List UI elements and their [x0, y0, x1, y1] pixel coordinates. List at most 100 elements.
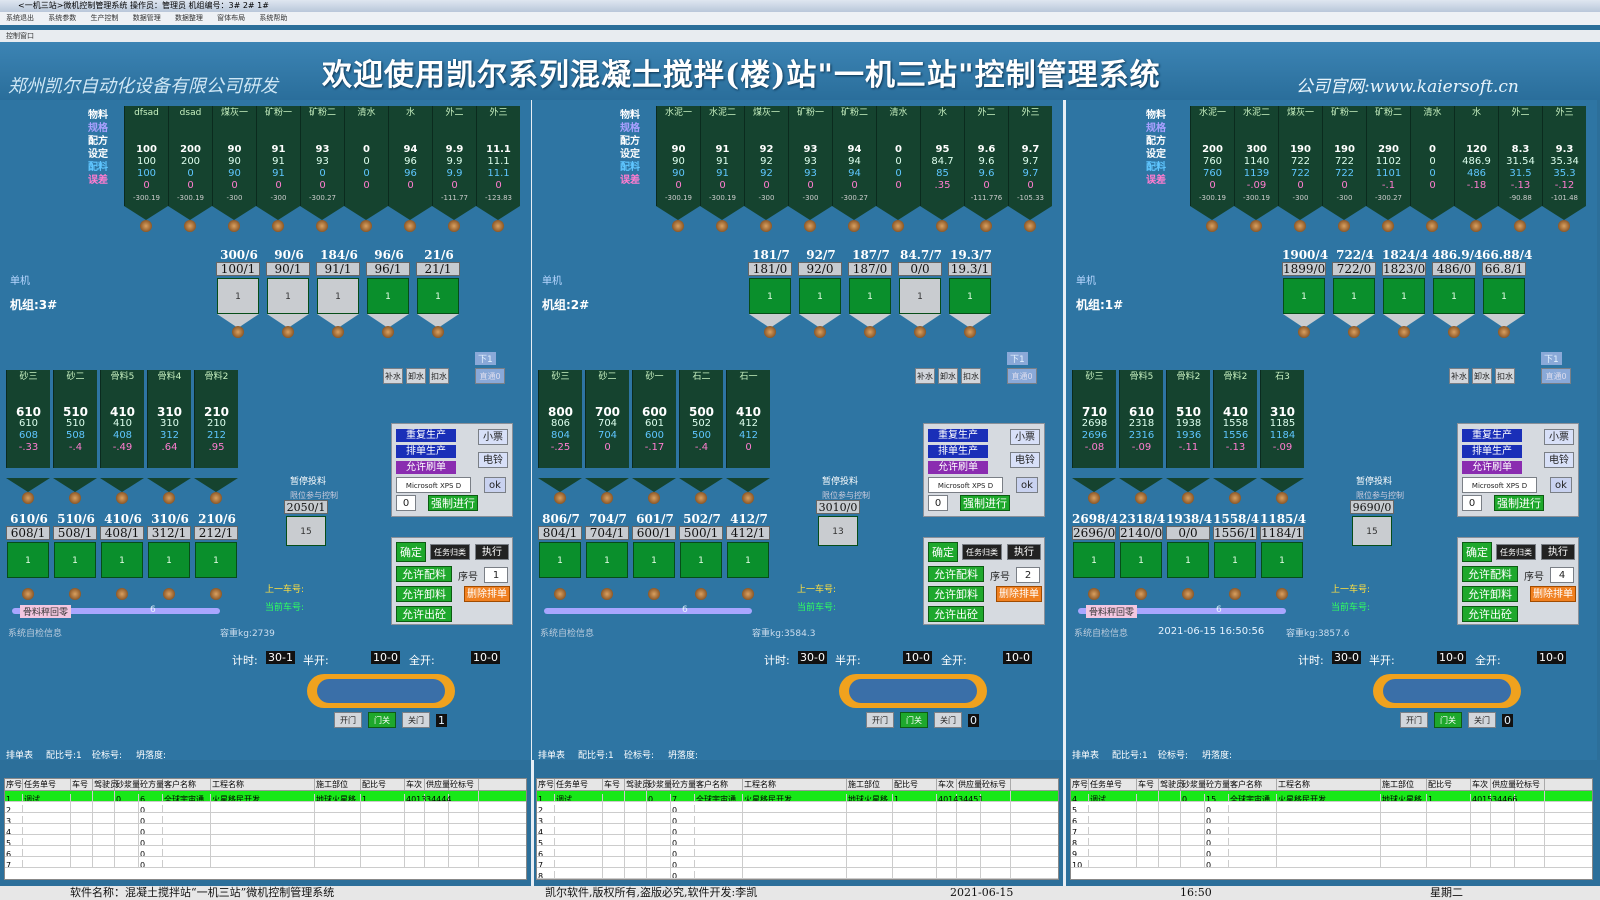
task-group-select[interactable]: 任务归类: [430, 544, 470, 560]
repeat-production-checkbox[interactable]: 重复生产: [1462, 429, 1522, 442]
seq-input[interactable]: 4: [1550, 567, 1574, 583]
valve-icon[interactable]: [316, 220, 328, 232]
valve-icon[interactable]: [69, 492, 81, 504]
schedule-production-checkbox[interactable]: 排单生产: [1462, 445, 1522, 458]
confirm-button[interactable]: 确定: [928, 542, 958, 562]
valve-icon[interactable]: [228, 220, 240, 232]
valve-icon[interactable]: [648, 588, 660, 600]
valve-icon[interactable]: [964, 326, 976, 338]
allow-brush-checkbox[interactable]: 允许刷单: [396, 461, 456, 474]
valve-icon[interactable]: [742, 588, 754, 600]
repeat-production-checkbox[interactable]: 重复生产: [928, 429, 988, 442]
unload-water-button[interactable]: 卸水: [938, 368, 958, 384]
limit-checkbox[interactable]: 限位参与控制: [290, 491, 338, 500]
valve-icon[interactable]: [332, 326, 344, 338]
valve-icon[interactable]: [892, 220, 904, 232]
copies-input[interactable]: 0: [928, 495, 948, 511]
copies-input[interactable]: 0: [396, 495, 416, 511]
menu-exit[interactable]: 系统退出: [6, 14, 34, 22]
valve-icon[interactable]: [1182, 588, 1194, 600]
valve-icon[interactable]: [210, 588, 222, 600]
seq-input[interactable]: 1: [484, 567, 508, 583]
allow-out-button[interactable]: 允许出砼: [396, 606, 452, 622]
menu-help[interactable]: 系统帮助: [259, 14, 288, 22]
valve-icon[interactable]: [1088, 492, 1100, 504]
open-door-button[interactable]: 开门: [334, 712, 362, 728]
valve-icon[interactable]: [1276, 588, 1288, 600]
valve-icon[interactable]: [432, 326, 444, 338]
limit-checkbox[interactable]: 限位参与控制: [822, 491, 870, 500]
valve-icon[interactable]: [601, 492, 613, 504]
seq-input[interactable]: 2: [1016, 567, 1040, 583]
delete-schedule-button[interactable]: 删除排单: [1530, 586, 1576, 602]
deduct-water-button[interactable]: 扣水: [961, 368, 981, 384]
valve-icon[interactable]: [69, 588, 81, 600]
allow-out-button[interactable]: 允许出砼: [1462, 606, 1518, 622]
confirm-button[interactable]: 确定: [396, 542, 426, 562]
menu-data[interactable]: 数据管理: [132, 14, 161, 22]
bell-button[interactable]: 电铃: [1544, 452, 1574, 468]
allow-brush-checkbox[interactable]: 允许刷单: [928, 461, 988, 474]
valve-icon[interactable]: [764, 326, 776, 338]
valve-icon[interactable]: [282, 326, 294, 338]
force-button[interactable]: 强制进行: [960, 495, 1010, 511]
valve-icon[interactable]: [140, 220, 152, 232]
unload-water-button[interactable]: 卸水: [406, 368, 426, 384]
printer-select[interactable]: Microsoft XPS D: [928, 477, 1003, 493]
direct-button[interactable]: 直通0: [475, 368, 505, 384]
valve-icon[interactable]: [554, 492, 566, 504]
ok-button[interactable]: ok: [1016, 477, 1038, 493]
allow-unload-button[interactable]: 允许卸料: [1462, 586, 1518, 602]
valve-icon[interactable]: [601, 588, 613, 600]
deduct-water-button[interactable]: 扣水: [429, 368, 449, 384]
small-ticket-button[interactable]: 小票: [1010, 429, 1040, 445]
force-button[interactable]: 强制进行: [428, 495, 478, 511]
pause-feed-checkbox[interactable]: 暂停投料: [1356, 477, 1393, 487]
pause-feed-checkbox[interactable]: 暂停投料: [290, 477, 327, 487]
close-door-button[interactable]: 关门: [1468, 712, 1496, 728]
delete-schedule-button[interactable]: 删除排单: [996, 586, 1042, 602]
copies-input[interactable]: 0: [1462, 495, 1482, 511]
exec-select[interactable]: 执行: [1007, 544, 1041, 560]
close-door-button[interactable]: 关门: [934, 712, 962, 728]
valve-icon[interactable]: [22, 492, 34, 504]
valve-icon[interactable]: [980, 220, 992, 232]
menu-production[interactable]: 生产控制: [90, 14, 119, 22]
valve-icon[interactable]: [1448, 326, 1460, 338]
valve-icon[interactable]: [1229, 588, 1241, 600]
valve-icon[interactable]: [672, 220, 684, 232]
valve-icon[interactable]: [1470, 220, 1482, 232]
menu-params[interactable]: 系统参数: [48, 14, 77, 22]
schedule-production-checkbox[interactable]: 排单生产: [928, 445, 988, 458]
valve-icon[interactable]: [648, 492, 660, 504]
valve-icon[interactable]: [1348, 326, 1360, 338]
bell-button[interactable]: 电铃: [1010, 452, 1040, 468]
repeat-production-checkbox[interactable]: 重复生产: [396, 429, 456, 442]
unload-water-button[interactable]: 卸水: [1472, 368, 1492, 384]
direct-button[interactable]: 直通0: [1007, 368, 1037, 384]
valve-icon[interactable]: [1338, 220, 1350, 232]
small-ticket-button[interactable]: 小票: [478, 429, 508, 445]
valve-icon[interactable]: [116, 492, 128, 504]
valve-icon[interactable]: [404, 220, 416, 232]
add-water-button[interactable]: 补水: [1449, 368, 1469, 384]
valve-icon[interactable]: [936, 220, 948, 232]
allow-batch-button[interactable]: 允许配料: [396, 566, 452, 582]
valve-icon[interactable]: [914, 326, 926, 338]
valve-icon[interactable]: [742, 492, 754, 504]
exec-select[interactable]: 执行: [1541, 544, 1575, 560]
valve-icon[interactable]: [1182, 492, 1194, 504]
valve-icon[interactable]: [116, 588, 128, 600]
ok-button[interactable]: ok: [484, 477, 506, 493]
deduct-water-button[interactable]: 扣水: [1495, 368, 1515, 384]
valve-icon[interactable]: [1514, 220, 1526, 232]
